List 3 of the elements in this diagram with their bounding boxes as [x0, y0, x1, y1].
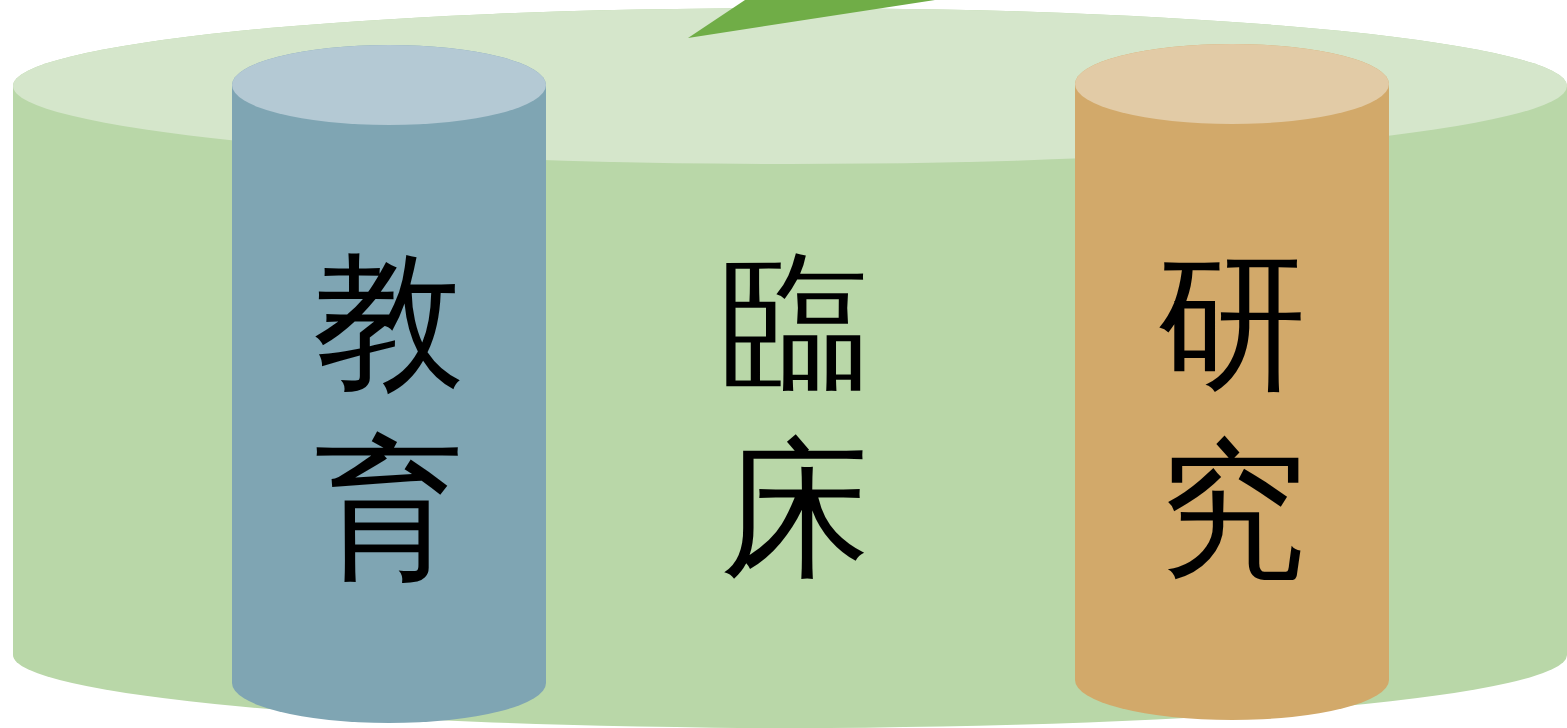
- cylinder-label: 研究: [1157, 233, 1307, 598]
- cylinder-label: 教育: [314, 232, 464, 597]
- cylinder-label: 臨床: [720, 232, 870, 597]
